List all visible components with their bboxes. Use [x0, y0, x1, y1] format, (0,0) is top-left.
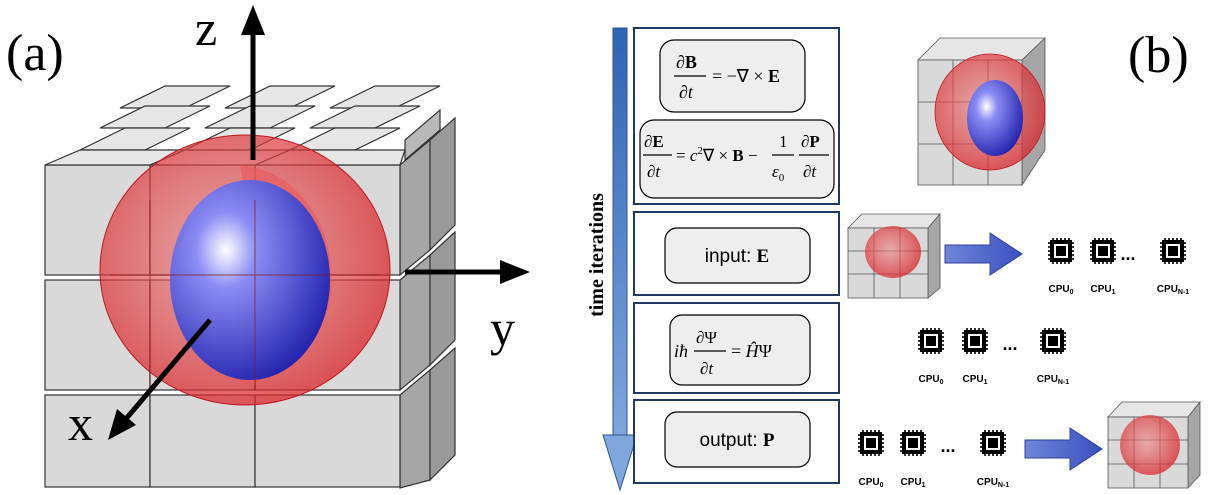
x-axis-label: x — [68, 395, 93, 451]
cpu-icon — [917, 327, 945, 355]
svg-text:= c2∇ × B −: = c2∇ × B − — [676, 145, 758, 165]
svg-text:∂E: ∂E — [644, 132, 664, 151]
cpu-icon — [1089, 237, 1117, 265]
time-axis-label: time iterations — [586, 193, 608, 317]
gather-arrow — [1024, 427, 1103, 471]
cpu-row-row-solve: CPU0 CPU1 CPUN-1... — [917, 327, 1070, 386]
step-schrodinger: iħ ∂Ψ ∂t = ĤΨ — [633, 302, 840, 394]
step-input: input: E — [633, 211, 840, 296]
time-arrow — [602, 27, 638, 492]
cpu-label: CPUN-1 — [1157, 284, 1190, 296]
svg-text:∂P: ∂P — [801, 132, 820, 151]
cpu-ellipsis: ... — [940, 436, 955, 456]
distribute-arrow — [944, 232, 1023, 276]
svg-text:∂Ψ: ∂Ψ — [696, 328, 717, 347]
cpu-icon — [857, 429, 885, 457]
faraday-box — [659, 39, 806, 113]
cpu-label: CPU0 — [918, 374, 943, 386]
svg-text:∂t: ∂t — [647, 162, 661, 181]
step-output: output: P — [633, 399, 840, 484]
cpu-icon — [1047, 237, 1075, 265]
svg-text:1: 1 — [779, 132, 788, 151]
svg-text:∂t: ∂t — [679, 82, 694, 102]
y-axis-label: y — [490, 300, 515, 356]
panel-a-label: (a) — [6, 25, 64, 82]
cpu-row-row-input: CPU0 CPU1 CPUN-1... — [1047, 237, 1190, 296]
cpu-row-row-output: CPU0 CPU1 CPUN-1... — [857, 429, 1010, 489]
cpu-ellipsis: ... — [1120, 244, 1135, 264]
svg-text:= ĤΨ: = ĤΨ — [731, 340, 773, 361]
svg-text:= −∇ × E: = −∇ × E — [712, 66, 780, 86]
blue-core — [170, 180, 330, 380]
cpu-icon — [961, 327, 989, 355]
svg-text:∂t: ∂t — [803, 162, 817, 181]
cpu-label: CPU0 — [858, 477, 883, 489]
cpu-icon — [1039, 327, 1067, 355]
z-axis-label: z — [195, 0, 217, 56]
cpu-label: CPU0 — [1048, 284, 1073, 296]
faraday-equation: ∂B ∂t = −∇ × E — [674, 52, 780, 102]
svg-text:∂B: ∂B — [676, 52, 697, 72]
cpu-label: CPU1 — [900, 477, 925, 489]
cpu-icon — [899, 429, 927, 457]
schrodinger-equation: iħ ∂Ψ ∂t = ĤΨ — [674, 328, 773, 378]
cpu-label: CPUN-1 — [977, 477, 1010, 489]
cpu-label: CPUN-1 — [1037, 374, 1070, 386]
svg-text:iħ: iħ — [674, 341, 688, 361]
x-axis — [123, 318, 212, 422]
step-maxwell: ∂B ∂t = −∇ × E ∂E ∂t = c2∇ × B − 1 ε0 ∂P… — [633, 27, 840, 205]
cube-full-field — [917, 37, 1046, 187]
output-label: output: P — [700, 430, 775, 451]
cpu-icon — [979, 429, 1007, 457]
ampere-box — [639, 119, 835, 199]
cube-output — [1107, 400, 1201, 490]
panel-b: (b) time iterations ∂B ∂t = −∇ × E ∂E ∂t… — [586, 27, 1201, 492]
charge-density-isosurface — [99, 134, 391, 406]
axes — [108, 5, 530, 440]
cpu-label: CPU1 — [962, 374, 987, 386]
cpu-icon — [1159, 237, 1187, 265]
input-label: input: E — [705, 246, 769, 267]
panel-a: (a) — [6, 0, 530, 489]
cube-input — [847, 212, 941, 299]
cpu-label: CPU1 — [1090, 284, 1115, 296]
cpu-ellipsis: ... — [1002, 334, 1017, 354]
panel-b-label: (b) — [1128, 27, 1189, 84]
svg-text:∂t: ∂t — [700, 359, 714, 378]
